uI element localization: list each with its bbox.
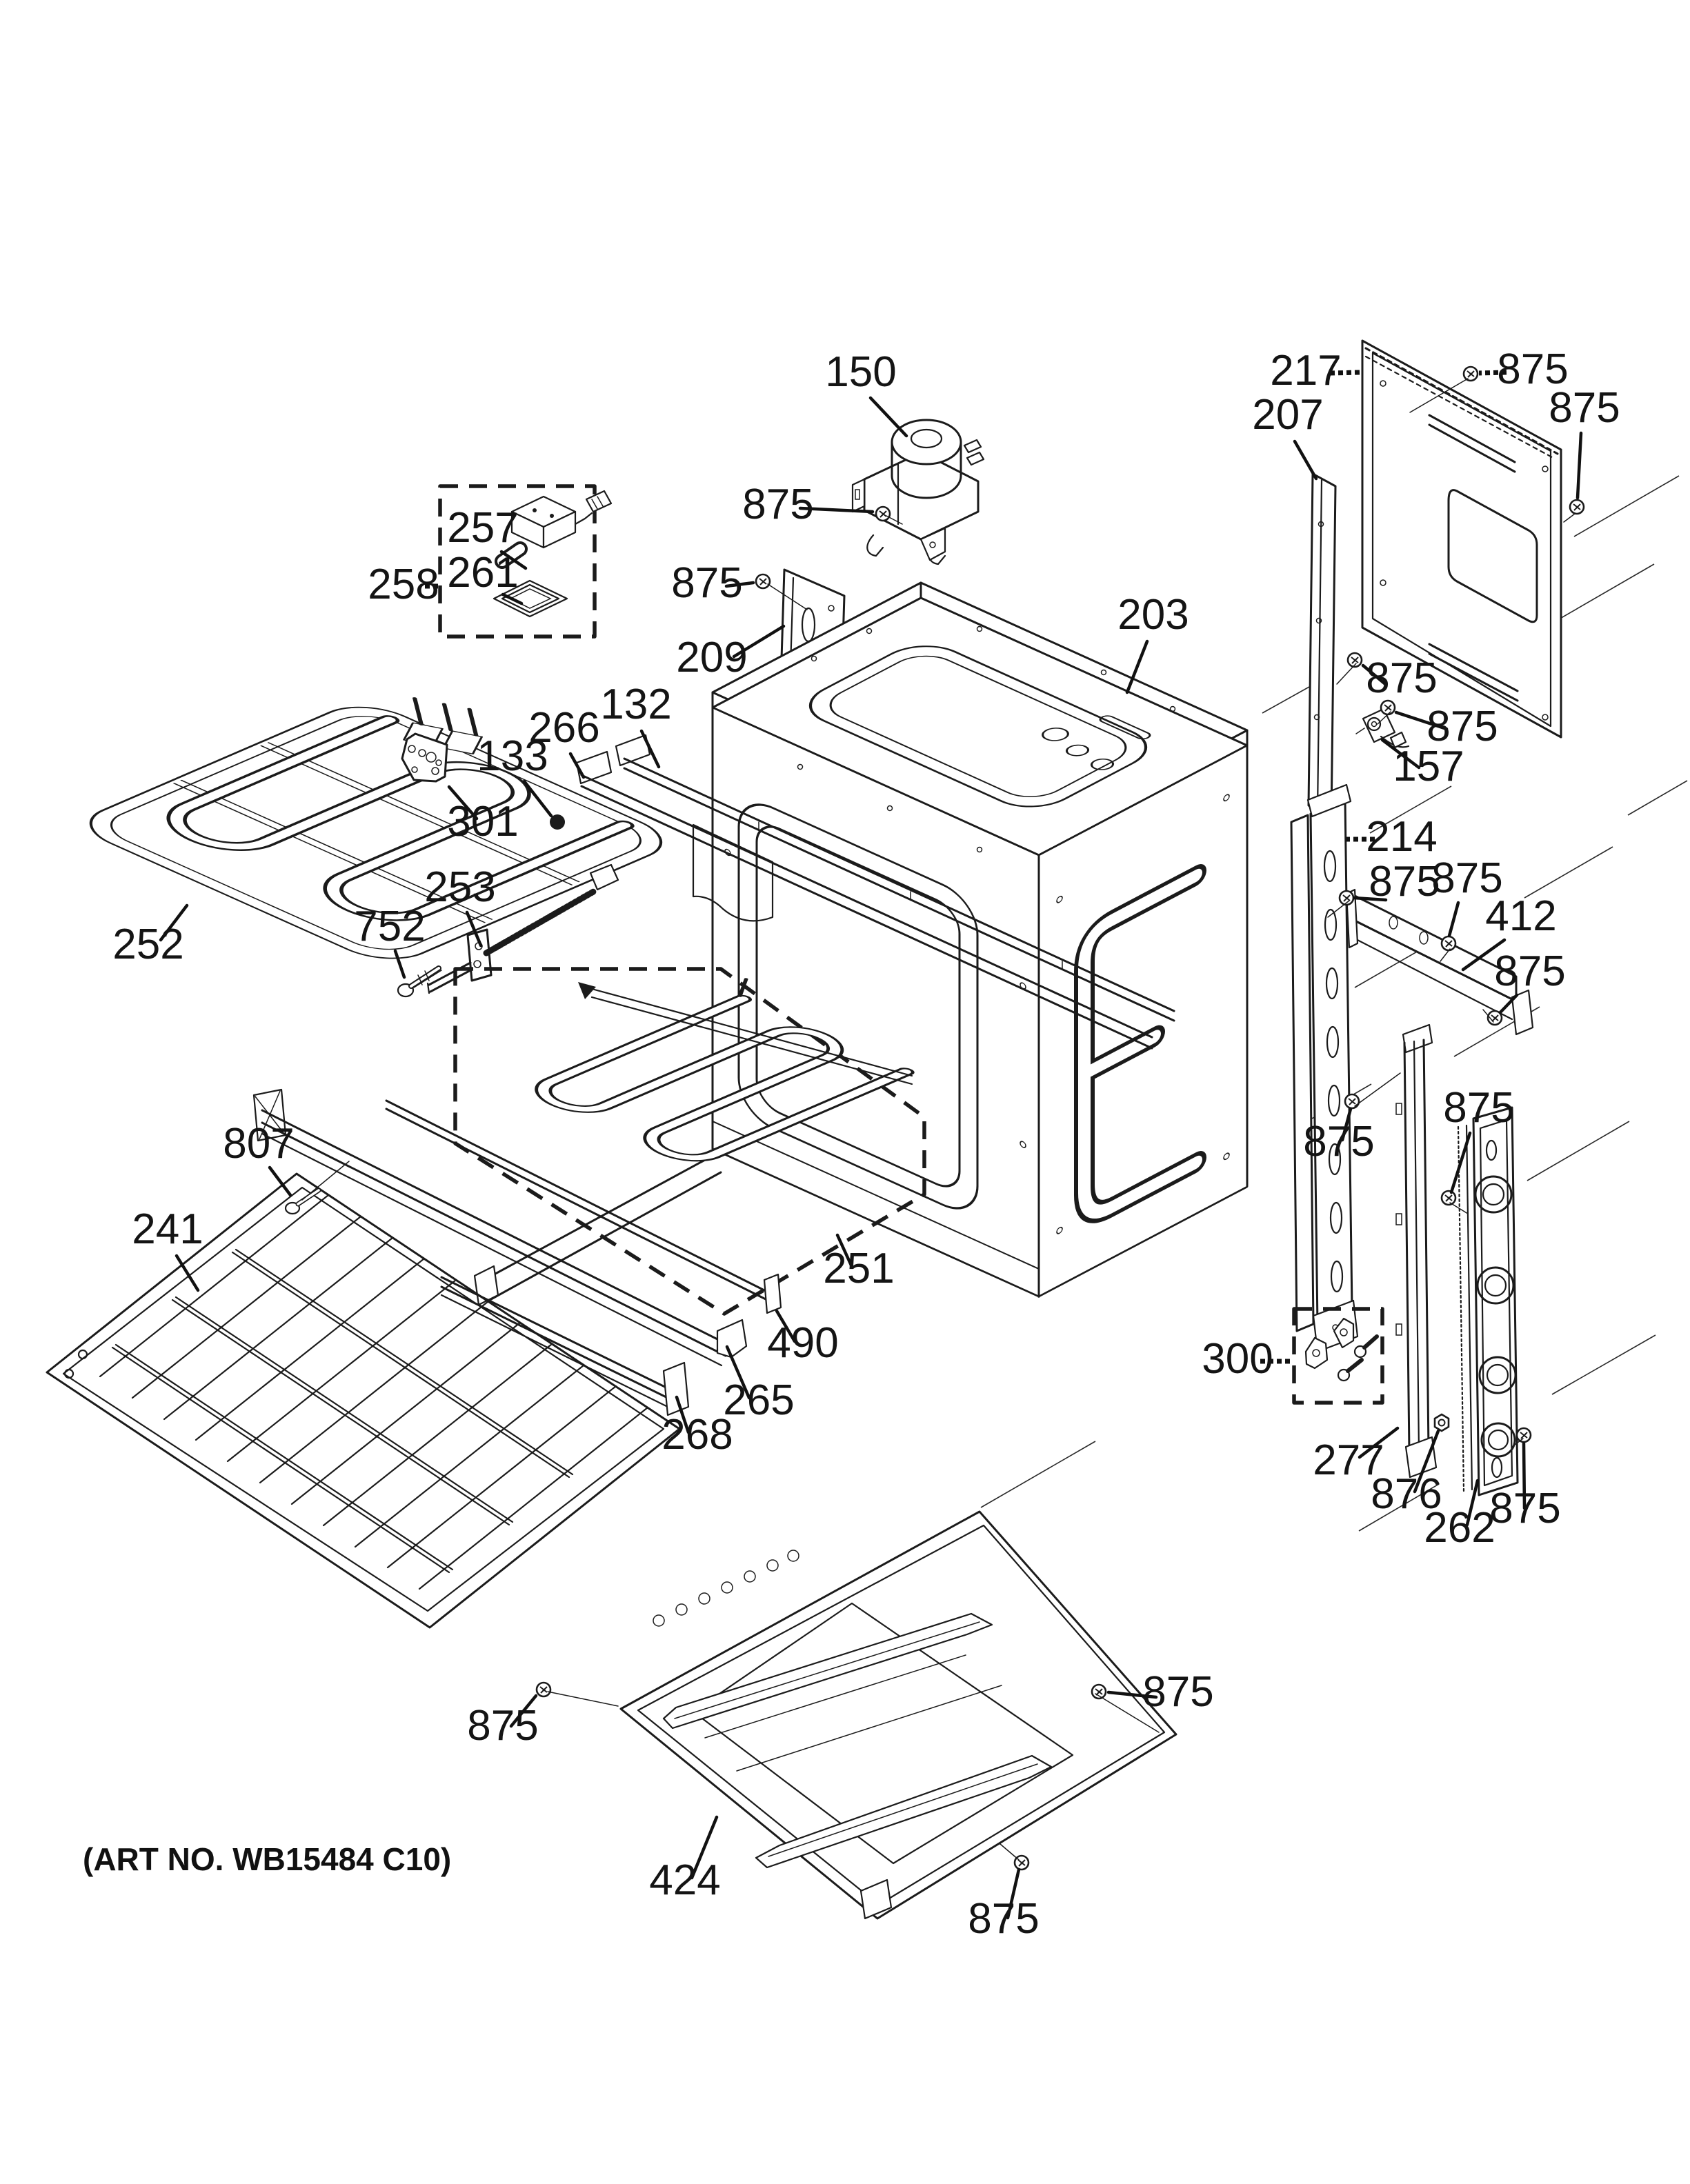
- screw-875-icon: [1462, 365, 1479, 382]
- part-label-875: 875: [1303, 1118, 1374, 1165]
- part-label-875: 875: [1366, 654, 1437, 702]
- screw-752: [397, 965, 441, 998]
- door-latch-157: [1355, 708, 1410, 749]
- screw-875-icon: [1515, 1427, 1532, 1443]
- part-label-490: 490: [767, 1319, 838, 1367]
- screw-875-icon: [1344, 1093, 1360, 1110]
- part-label-209: 209: [676, 634, 747, 681]
- part-label-257: 257: [447, 504, 518, 552]
- part-label-875: 875: [742, 481, 813, 528]
- vent-trim-490: [385, 1099, 782, 1314]
- trim-rail-266: [575, 750, 1153, 1050]
- part-labels: 150 875 217 875 875 207 875 209 203 258 …: [112, 345, 1620, 1943]
- part-label-207: 207: [1252, 391, 1323, 439]
- screw-807: [284, 1188, 321, 1215]
- grommet-133: [550, 814, 565, 830]
- screw-875-icon: [1440, 1190, 1457, 1206]
- oven-rack-241: [46, 1172, 681, 1629]
- part-label-253: 253: [424, 863, 495, 911]
- bottom-panel-424: [619, 1510, 1177, 1920]
- part-label-277: 277: [1313, 1436, 1384, 1484]
- body-right-face: [1037, 744, 1249, 1298]
- side-rail-277: [1395, 1023, 1438, 1479]
- part-label-266: 266: [528, 704, 599, 752]
- part-label-241: 241: [132, 1205, 203, 1253]
- bake-element-251: [453, 967, 926, 1316]
- front-rail-265: [252, 1088, 748, 1367]
- screw-875-icon: [1380, 699, 1396, 716]
- rear-panel-217: [1361, 339, 1562, 739]
- part-label-203: 203: [1117, 591, 1189, 639]
- part-label-301: 301: [447, 798, 518, 845]
- part-label-875: 875: [467, 1702, 538, 1750]
- nut-876-icon: [1433, 1413, 1450, 1432]
- part-label-262: 262: [1424, 1504, 1495, 1552]
- screw-875-icon: [755, 573, 771, 590]
- support-bracket-412: [1345, 888, 1534, 1036]
- slotted-bracket-214: [1290, 783, 1359, 1353]
- part-label-132: 132: [600, 681, 671, 728]
- part-label-875: 875: [1369, 858, 1440, 905]
- front-rail-268: [440, 1276, 690, 1416]
- part-label-875: 875: [1142, 1668, 1213, 1716]
- leader-lines: [159, 370, 1583, 1920]
- assembly-guide-lines: [980, 475, 1688, 1532]
- part-label-268: 268: [662, 1411, 733, 1459]
- screw-875-icon: [1569, 499, 1585, 515]
- part-label-875: 875: [1489, 1485, 1560, 1532]
- broil-element-252: [89, 697, 663, 959]
- part-label-875: 875: [1443, 1084, 1514, 1132]
- part-label-133: 133: [477, 732, 548, 780]
- oven-body-203: [473, 581, 1249, 1306]
- trim-rail-132: [615, 734, 1175, 1022]
- part-label-424: 424: [649, 1856, 720, 1904]
- part-label-875: 875: [671, 559, 742, 607]
- part-label-150: 150: [825, 348, 896, 396]
- part-label-807: 807: [223, 1120, 294, 1168]
- part-label-157: 157: [1393, 743, 1464, 790]
- part-label-875: 875: [1494, 948, 1565, 995]
- part-label-261: 261: [447, 549, 518, 597]
- clip-kit-box-300: [1292, 1307, 1384, 1405]
- part-label-251: 251: [823, 1245, 894, 1292]
- part-label-412: 412: [1485, 892, 1556, 940]
- part-label-252: 252: [112, 921, 183, 968]
- part-label-217: 217: [1270, 347, 1341, 394]
- screw-875-icon: [1440, 935, 1457, 952]
- screw-875-icon: [1091, 1683, 1107, 1700]
- convection-motor-150: [851, 419, 985, 565]
- part-label-265: 265: [723, 1376, 794, 1424]
- part-label-875: 875: [1549, 384, 1620, 432]
- part-label-875: 875: [1431, 854, 1502, 902]
- part-label-300: 300: [1202, 1335, 1273, 1383]
- side-trim-panel-262: [1457, 1106, 1519, 1496]
- sensor-kit-box-258: [438, 484, 613, 639]
- part-label-752: 752: [354, 903, 425, 950]
- part-label-875: 875: [1426, 703, 1498, 750]
- part-label-214: 214: [1366, 813, 1437, 861]
- probe-receptacle-253: [426, 863, 619, 994]
- art-number-caption: (ART NO. WB15484 C10): [83, 1841, 451, 1877]
- part-label-875: 875: [968, 1895, 1039, 1943]
- screw-875-icon: [875, 505, 891, 522]
- part-label-875: 875: [1497, 345, 1568, 393]
- terminal-plate-301: [401, 732, 448, 783]
- side-trim-strip-207: [1307, 472, 1337, 819]
- part-label-258: 258: [368, 561, 439, 608]
- fastener-guide-lines: [301, 378, 1575, 1861]
- screw-875-icon: [535, 1681, 552, 1698]
- part-label-876: 876: [1371, 1470, 1442, 1518]
